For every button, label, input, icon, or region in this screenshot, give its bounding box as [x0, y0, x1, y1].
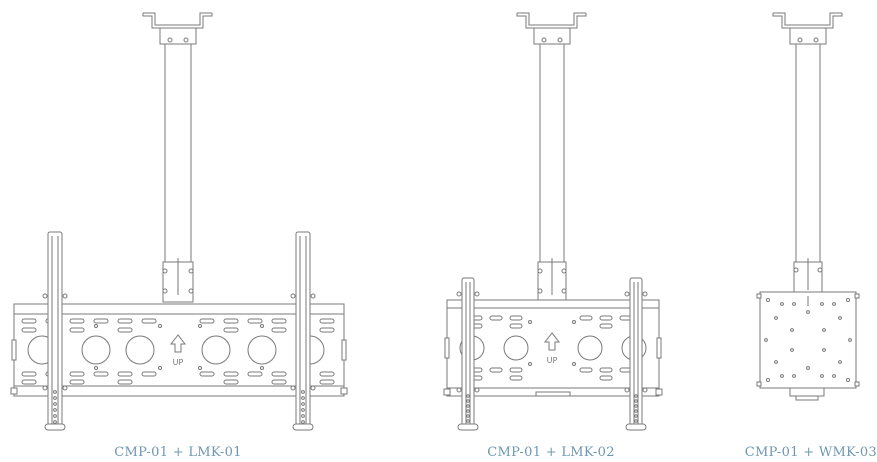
up-arrow-icon-2: UP — [543, 332, 561, 365]
vertical-rail-right-2 — [624, 277, 648, 431]
ceiling-flange-1 — [142, 12, 213, 45]
vertical-rail-right-1 — [290, 231, 316, 431]
up-arrow-icon: UP — [169, 334, 187, 367]
caption-mount-2: CMP-01 + LMK-02 — [487, 445, 615, 460]
mount-2-cmp01-lmk02: UP — [443, 12, 663, 431]
bottom-bracket-3 — [789, 387, 825, 401]
mount-1-cmp01-lmk01: UP — [10, 12, 348, 431]
extension-pole-3 — [793, 43, 823, 293]
vertical-rail-left-1 — [42, 231, 68, 431]
tv-plate-1: UP — [10, 303, 348, 397]
mount-3-cmp01-wmk03 — [756, 12, 860, 401]
tv-plate-2: UP — [443, 299, 663, 397]
slot-row-2 — [21, 366, 335, 385]
extension-pole-2 — [537, 43, 567, 303]
up-label-2: UP — [547, 356, 558, 365]
caption-mount-3: CMP-01 + WMK-03 — [744, 445, 877, 460]
extension-pole-1 — [162, 43, 194, 303]
caption-mount-1: CMP-01 + LMK-01 — [114, 445, 242, 460]
ceiling-flange-2 — [516, 12, 587, 45]
vertical-rail-left-2 — [456, 277, 480, 431]
up-label: UP — [173, 358, 184, 367]
ceiling-flange-3 — [772, 12, 843, 45]
slot-row-4 — [469, 362, 633, 381]
square-plate-3 — [756, 291, 860, 389]
